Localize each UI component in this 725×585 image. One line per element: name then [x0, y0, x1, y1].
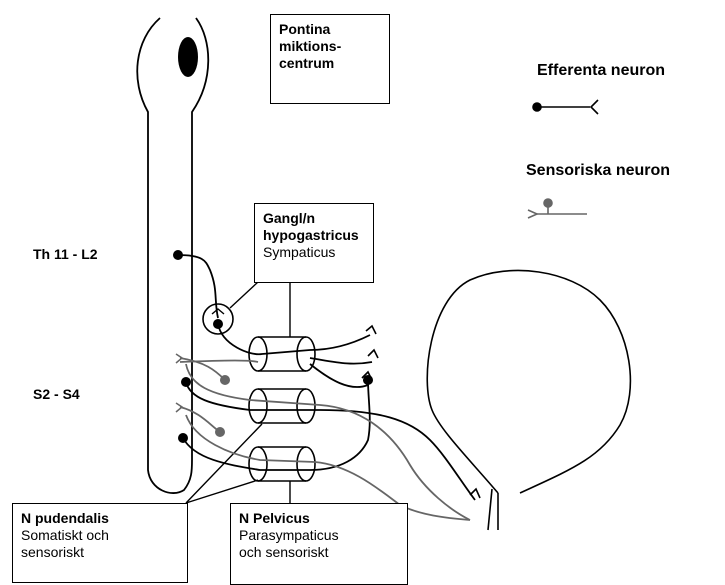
label-s2-s4: S2 - S4: [33, 386, 80, 402]
bladder: [427, 270, 630, 493]
pelvicus-line-2: och sensoriskt: [239, 544, 399, 561]
pelvicus-box: N Pelvicus Parasympaticus och sensoriskt: [230, 503, 408, 585]
legend-efferent-title: Efferenta neuron: [537, 62, 665, 80]
nerve-cylinder-bottom: [249, 447, 315, 481]
pontine-line-1: Pontina: [279, 21, 381, 38]
hypogastricus-to-ganglion: [230, 282, 258, 308]
pudendalis-box: N pudendalis Somatiskt och sensoriskt: [12, 503, 188, 583]
hypogastricus-title-2: hypogastricus: [263, 227, 365, 244]
hypogastricus-box: Gangl/n hypogastricus Sympaticus: [254, 203, 374, 283]
pontine-line-2: miktions-: [279, 38, 381, 55]
pelvicus-line-1: Parasympaticus: [239, 527, 399, 544]
pontine-line-3: centrum: [279, 55, 381, 72]
sensory-neuron-symbol: [528, 199, 587, 218]
pontine-box: Pontina miktions- centrum: [270, 14, 390, 104]
legend-sensory-title: Sensoriska neuron: [526, 162, 670, 180]
pontine-nucleus: [178, 37, 198, 77]
nerve-cylinder-middle: [249, 389, 315, 423]
efferent-endings: [362, 326, 480, 498]
pudendalis-title: N pudendalis: [21, 510, 179, 527]
pudendalis-line-2: sensoriskt: [21, 544, 179, 561]
pelvicus-title: N Pelvicus: [239, 510, 399, 527]
hypogastricus-subtitle: Sympaticus: [263, 244, 365, 261]
label-th11-l2: Th 11 - L2: [33, 246, 98, 262]
hypogastricus-title-1: Gangl/n: [263, 210, 365, 227]
pudendalis-line-1: Somatiskt och: [21, 527, 179, 544]
spinal-cord-outline: [137, 18, 208, 493]
urethra-left: [488, 489, 492, 530]
efferent-neuron-symbol: [533, 100, 598, 114]
